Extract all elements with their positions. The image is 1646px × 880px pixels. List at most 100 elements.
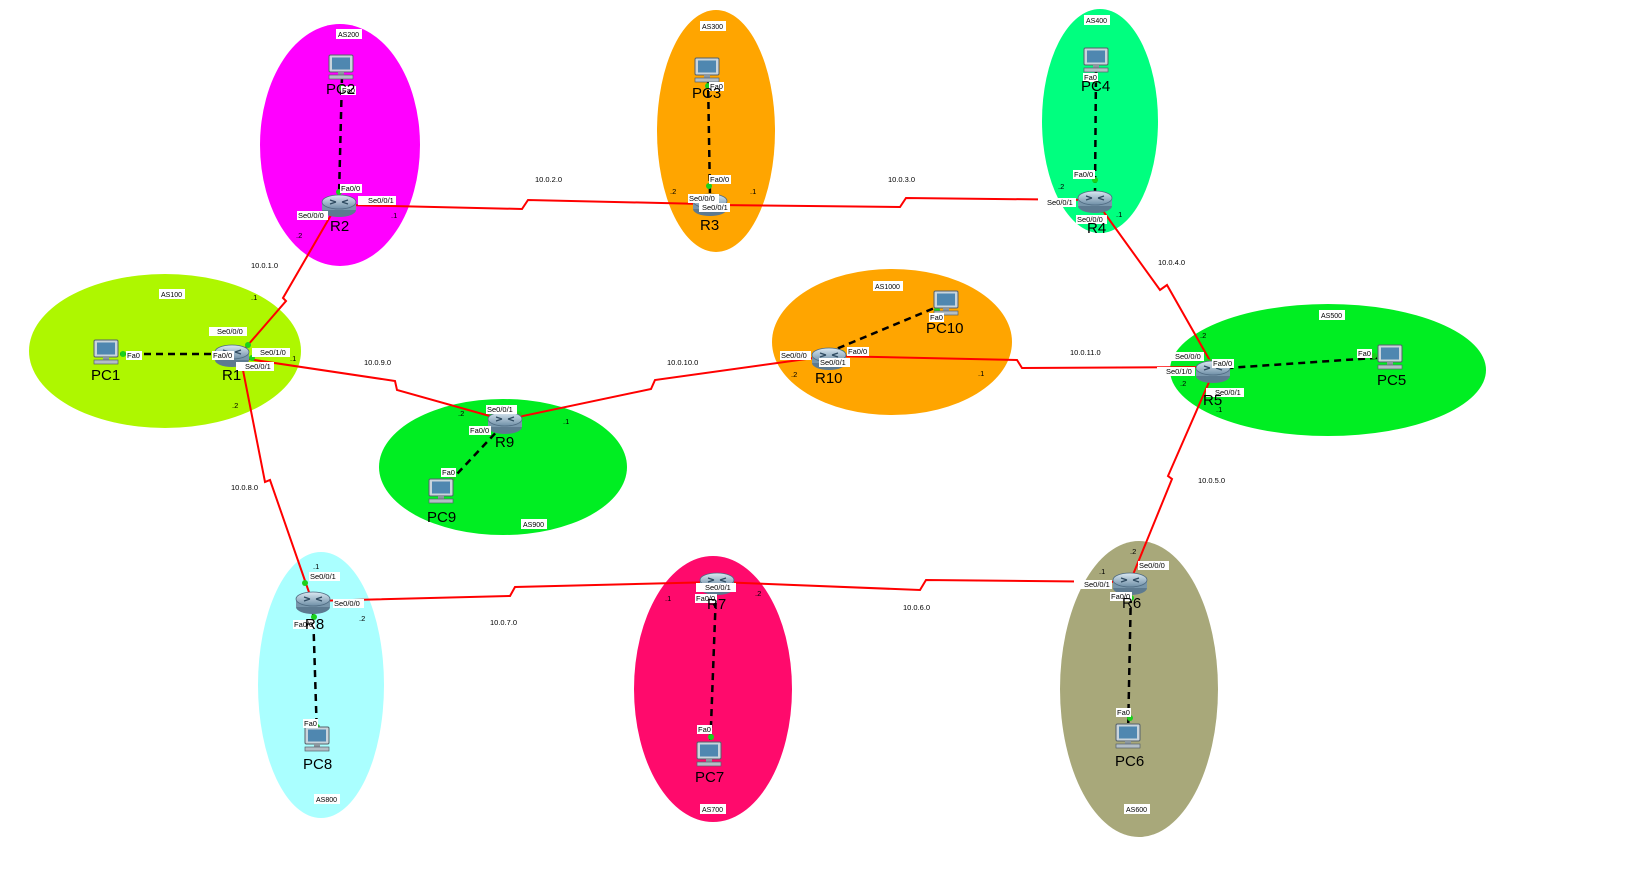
port-label-r5-se010: Se0/1/0 [1166,367,1192,376]
link-r4-r5 [1097,203,1214,367]
host-r2-se001: .1 [391,211,397,220]
link-r1-r2 [240,202,339,354]
router-r6-label: R6 [1122,595,1141,612]
pc8-icon[interactable] [304,726,330,752]
port-dot [706,183,712,189]
pc5-icon[interactable] [1377,344,1403,370]
host-r4-se000: .1 [1116,210,1122,219]
router-r5-label: R5 [1203,392,1222,409]
router-r9-icon[interactable] [487,411,523,435]
host-r7-se000: .1 [665,594,671,603]
link-pc5-r5 [1212,355,1390,371]
network-label-10-0-2-0: 10.0.2.0 [535,175,562,184]
pc4-icon[interactable] [1083,47,1109,73]
port-label-r6-fa00: Fa0/0 [1111,592,1130,601]
link-r5-r6 [1129,372,1214,583]
pc2-label: PC2 [326,81,355,98]
host-r3-se001: .1 [750,187,756,196]
pc6-icon[interactable] [1115,723,1141,749]
pc2-icon[interactable] [328,54,354,80]
as100-region [29,274,301,428]
port-dot [1371,353,1377,359]
host-r5-se001: .1 [1216,405,1222,414]
port-label-pc6-fa0: Fa0 [1117,708,1130,717]
network-label-10-0-6-0: 10.0.6.0 [903,603,930,612]
host-r1-se001: .2 [232,401,238,410]
host-r10-se000: .2 [791,370,797,379]
host-r9-se001: .1 [563,417,569,426]
router-r9-label: R9 [495,434,514,451]
device-labels: R1 R2 R3 R4 R5 R6 R7 R8 R9 R10 PC1 PC2 P… [91,78,1406,786]
port-label-pc9-fa0: Fa0 [442,468,455,477]
port-label-r3-se000: Se0/0/0 [689,194,715,203]
host-r7-se001: .2 [755,589,761,598]
port-label-pc4-fa0: Fa0 [1084,73,1097,82]
port-label-r8-fa00: Fa0/0 [294,620,313,629]
network-label-10-0-3-0: 10.0.3.0 [888,175,915,184]
port-label-r10-se001: Se0/0/1 [820,358,846,367]
link-r6-r7 [717,578,1131,592]
pc4-label: PC4 [1081,78,1110,95]
link-pc4-r4 [1093,67,1098,194]
pc10-icon[interactable] [933,290,959,316]
port-label-pc1-fa0: Fa0 [127,351,140,360]
pc7-label: PC7 [695,769,724,786]
port-label-r3-se001: Se0/0/1 [702,203,728,212]
port-label-r3-fa00: Fa0/0 [710,175,729,184]
host-addresses: .1 .2 .1 .2 .1 .2 .1 .2 .2 .1 .2 .1 .2 .… [232,182,1222,623]
pc5-label: PC5 [1377,372,1406,389]
port-label-r5-fa00: Fa0/0 [1213,359,1232,368]
as-labels: AS100 AS200 AS300 AS400 AS500 AS600 AS70… [159,15,1345,814]
as300-region [657,10,775,252]
port-label-r4-fa00: Fa0/0 [1074,170,1093,179]
port-label-r1-se010: Se0/1/0 [260,348,286,357]
port-label-r2-fa00: Fa0/0 [341,184,360,193]
port-label-pc8-fa0: Fa0 [304,719,317,728]
as600-label: AS600 [1126,807,1147,814]
link-r8-r1 [240,359,312,599]
port-label-pc5-fa0: Fa0 [1358,349,1371,358]
link-r1-r9 [240,357,505,421]
port-label-r7-fa00: Fa0/0 [696,594,715,603]
pc7-icon[interactable] [696,741,722,767]
port-labels: Fa0 Fa0/0 Se0/0/0 Se0/1/0 Se0/0/1 Fa0 Fa… [126,73,1372,734]
as700-label: AS700 [702,807,723,814]
pc8-label: PC8 [303,756,332,773]
as100-label: AS100 [161,292,182,299]
port-label-r4-se001: Se0/0/1 [1047,198,1073,207]
port-label-pc3-fa0: Fa0 [710,82,723,91]
port-label-pc7-fa0: Fa0 [698,725,711,734]
router-r10-label: R10 [815,370,843,387]
port-label-r1-se000: Se0/0/0 [217,327,243,336]
port-dot [302,580,308,586]
port-dot [708,734,714,740]
port-dot [120,351,126,357]
as200-label: AS200 [338,32,359,39]
link-r9-r10 [503,355,829,421]
port-label-r4-se000: Se0/0/0 [1077,215,1103,224]
pc9-icon[interactable] [428,478,454,504]
link-pc10-r10 [828,302,945,354]
host-r2-se000: .2 [296,231,302,240]
as400-label: AS400 [1086,18,1107,25]
as500-region [1170,304,1486,436]
host-r8-se000: .2 [359,614,365,623]
port-label-r9-fa00: Fa0/0 [470,426,489,435]
host-r4-se001: .2 [1058,182,1064,191]
pc1-label: PC1 [91,367,120,384]
router-r4-icon[interactable] [1077,190,1113,214]
router-r8-icon[interactable] [295,591,331,615]
host-r3-se000: .2 [670,187,676,196]
host-r1-se010: .1 [290,354,296,363]
router-r1-label: R1 [222,367,241,384]
pc1-icon[interactable] [93,339,119,365]
as800-region [258,552,384,818]
port-dot [311,614,317,620]
port-label-r9-se001: Se0/0/1 [487,405,513,414]
port-label-pc2-fa0: Fa0 [342,86,355,95]
pc3-icon[interactable] [694,57,720,83]
network-label-10-0-8-0: 10.0.8.0 [231,483,258,492]
as500-label: AS500 [1321,313,1342,320]
port-label-r2-se000: Se0/0/0 [298,211,324,220]
